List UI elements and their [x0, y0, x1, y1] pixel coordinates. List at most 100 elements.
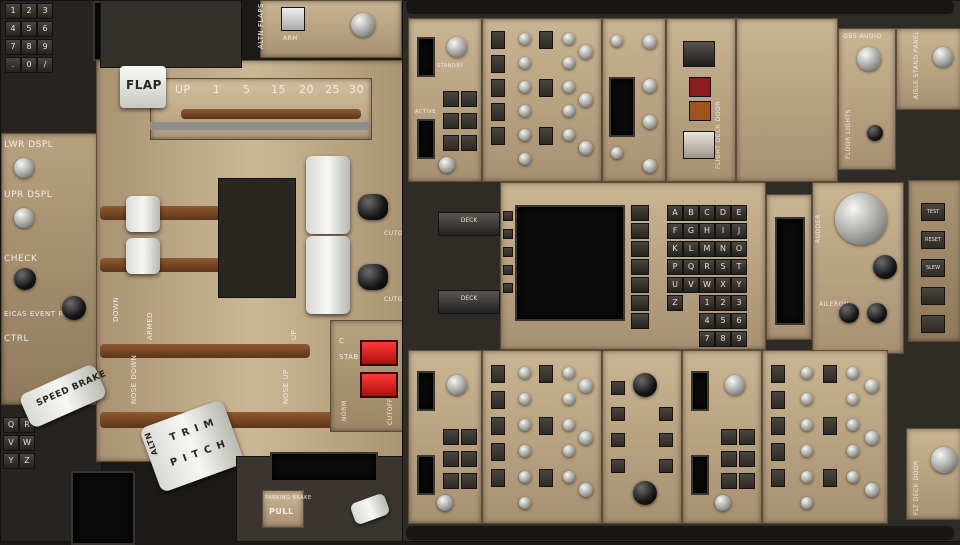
- audio-vol-knob[interactable]: [865, 483, 879, 497]
- cdu-key-rte[interactable]: [631, 223, 649, 239]
- cdu-key-alpha[interactable]: U: [667, 277, 683, 293]
- audio-vol-knob[interactable]: [801, 471, 813, 483]
- vhf-l-button[interactable]: [721, 429, 737, 445]
- throttle-lever-right[interactable]: [306, 236, 350, 314]
- audio-vol-knob[interactable]: [847, 419, 859, 431]
- am-button[interactable]: [461, 113, 477, 129]
- cdu-key-alpha[interactable]: O: [731, 241, 747, 257]
- cdu-key-prog[interactable]: [631, 295, 649, 311]
- audio-btn[interactable]: [539, 365, 553, 383]
- cdu-key-num[interactable]: 9: [731, 331, 747, 347]
- cdu-key[interactable]: 4: [5, 21, 21, 37]
- wxr-mode-button[interactable]: [611, 407, 625, 421]
- wxr-gain-knob-left[interactable]: [633, 373, 657, 397]
- audio-vol-knob[interactable]: [563, 57, 575, 69]
- cdu-key[interactable]: 1: [5, 3, 21, 19]
- wxr-mode-button[interactable]: [659, 407, 673, 421]
- audio-btn[interactable]: [771, 417, 785, 435]
- audio-btn[interactable]: [771, 365, 785, 383]
- mini-audio-knob[interactable]: [643, 35, 657, 49]
- radio-tuning-knob[interactable]: [447, 37, 467, 57]
- cdu-key-num[interactable]: 4: [699, 313, 715, 329]
- audio-btn[interactable]: [823, 417, 837, 435]
- cdu-key-alpha[interactable]: E: [731, 205, 747, 221]
- audio-vol-knob[interactable]: [563, 367, 575, 379]
- throttle-lever-right-reverse[interactable]: [126, 238, 160, 274]
- audio-vol-knob[interactable]: [519, 105, 531, 117]
- mini-audio-knob[interactable]: [611, 147, 623, 159]
- cdu-lsk[interactable]: [503, 229, 513, 239]
- audio-vol-knob[interactable]: [579, 93, 593, 107]
- door-auto-button[interactable]: [683, 41, 715, 67]
- door-unlock-button[interactable]: [683, 131, 715, 159]
- wxr-mode-button[interactable]: [659, 433, 673, 447]
- cdu-key-alpha[interactable]: I: [715, 223, 731, 239]
- slew-button[interactable]: SLEW: [921, 259, 945, 277]
- audio-btn[interactable]: [771, 391, 785, 409]
- cdu-key[interactable]: Z: [19, 453, 35, 469]
- audio-vol-knob[interactable]: [519, 367, 531, 379]
- fuel-control-switch-right[interactable]: [358, 264, 388, 290]
- audio-btn[interactable]: [491, 79, 505, 97]
- hf-r-button[interactable]: [461, 135, 477, 151]
- audio-vol-knob[interactable]: [801, 367, 813, 379]
- audio-btn[interactable]: [539, 31, 553, 49]
- audio-vol-knob[interactable]: [579, 379, 593, 393]
- wxr-tilt-knob[interactable]: [633, 481, 657, 505]
- stab-cutoff-switch-right[interactable]: [360, 372, 398, 398]
- test-button[interactable]: TEST: [921, 203, 945, 221]
- cdu-key-alpha[interactable]: X: [715, 277, 731, 293]
- audio-btn[interactable]: [491, 417, 505, 435]
- wxr-mode-button[interactable]: [611, 459, 625, 473]
- cdu-key-num[interactable]: 6: [731, 313, 747, 329]
- cdu-lsk[interactable]: [503, 211, 513, 221]
- cdu-lsk[interactable]: [503, 265, 513, 275]
- audio-vol-knob[interactable]: [519, 57, 531, 69]
- vhf-c-button[interactable]: [461, 429, 477, 445]
- audio-btn[interactable]: [539, 79, 553, 97]
- cdu-key-alpha[interactable]: Z: [667, 295, 683, 311]
- lwr-dspl-knob[interactable]: [14, 158, 34, 178]
- cdu-key-alpha[interactable]: P: [667, 259, 683, 275]
- audio-btn[interactable]: [491, 127, 505, 145]
- audio-vol-knob[interactable]: [801, 445, 813, 457]
- audio-btn[interactable]: [491, 443, 505, 461]
- audio-vol-knob[interactable]: [847, 445, 859, 457]
- audio-vol-knob[interactable]: [563, 81, 575, 93]
- hf-sens-knob[interactable]: [437, 495, 453, 511]
- audio-btn[interactable]: [491, 469, 505, 487]
- cdu-key[interactable]: Y: [3, 453, 19, 469]
- cdu-key-alpha[interactable]: M: [699, 241, 715, 257]
- cdu-key-num[interactable]: 3: [731, 295, 747, 311]
- audio-vol-knob[interactable]: [563, 445, 575, 457]
- cdu-key-num[interactable]: 5: [715, 313, 731, 329]
- audio-vol-knob[interactable]: [865, 431, 879, 445]
- mini-audio-knob[interactable]: [643, 79, 657, 93]
- cdu-key-alpha[interactable]: F: [667, 223, 683, 239]
- vhf-c-button[interactable]: [461, 91, 477, 107]
- vhf-r-button[interactable]: [443, 113, 459, 129]
- audio-vol-knob[interactable]: [563, 33, 575, 45]
- cdu-key[interactable]: .: [5, 57, 21, 73]
- audio-vol-knob[interactable]: [563, 105, 575, 117]
- audio-vol-knob[interactable]: [519, 33, 531, 45]
- selcal-aux-button[interactable]: [921, 315, 945, 333]
- cdu-key[interactable]: 8: [21, 39, 37, 55]
- cdu-key[interactable]: Q: [3, 417, 19, 433]
- audio-vol-knob[interactable]: [847, 393, 859, 405]
- audio-vol-knob[interactable]: [847, 471, 859, 483]
- audio-vol-knob[interactable]: [579, 431, 593, 445]
- aileron-trim-switch-left[interactable]: [839, 303, 859, 323]
- upr-dspl-knob[interactable]: [14, 208, 34, 228]
- cdu-key-alpha[interactable]: C: [699, 205, 715, 221]
- check-button[interactable]: [14, 268, 36, 290]
- hf-l-button[interactable]: [721, 473, 737, 489]
- cdu-key-alpha[interactable]: S: [715, 259, 731, 275]
- rudder-trim-knob[interactable]: [835, 193, 887, 245]
- cdu-key-exec[interactable]: [631, 313, 649, 329]
- mini-audio-knob[interactable]: [643, 115, 657, 129]
- mini-audio-knob[interactable]: [643, 159, 657, 173]
- audio-vol-knob[interactable]: [563, 419, 575, 431]
- wxr-mode-button[interactable]: [659, 459, 673, 473]
- audio-vol-knob[interactable]: [519, 153, 531, 165]
